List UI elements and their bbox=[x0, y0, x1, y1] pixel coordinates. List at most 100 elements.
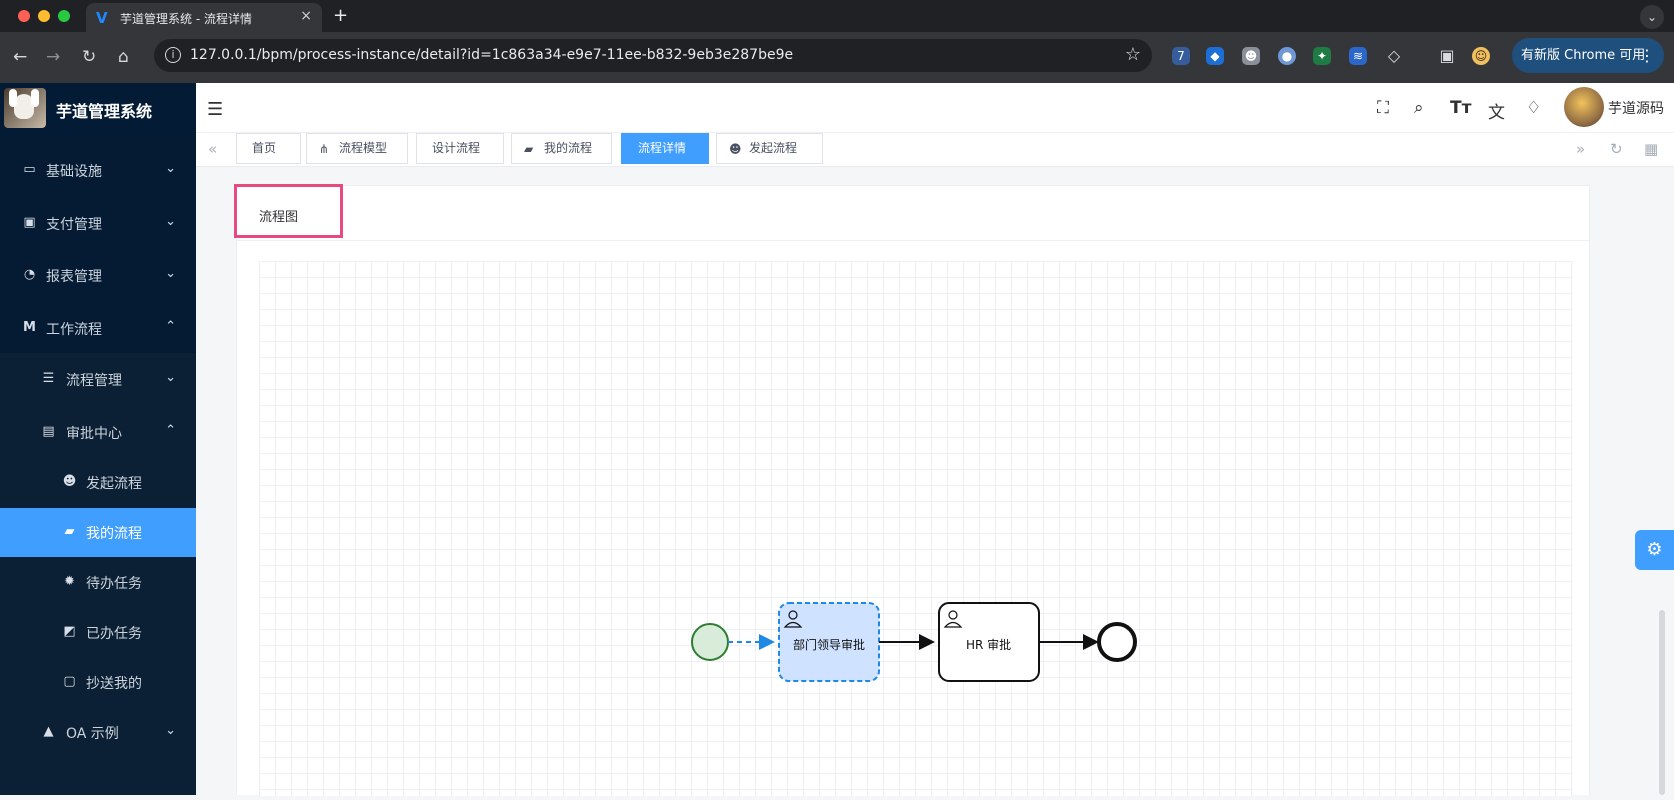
forward-button[interactable]: → bbox=[46, 47, 61, 67]
browser-toolbar: ← → ↻ ⌂ i 127.0.0.1/bpm/process-instance… bbox=[0, 32, 1674, 83]
browser-tab[interactable]: V 芋道管理系统 - 流程详情 × bbox=[86, 3, 322, 32]
monitor-icon: ▭ bbox=[23, 162, 36, 177]
sidebar-item-label: 发起流程 bbox=[86, 476, 142, 492]
layers-extension-icon[interactable]: ≋ bbox=[1349, 47, 1367, 65]
extension-badge-icon[interactable]: 7 bbox=[1172, 47, 1190, 65]
side-panel-icon[interactable]: ▣ bbox=[1439, 46, 1455, 65]
tab-process-model[interactable]: ⋔ 流程模型 bbox=[306, 133, 408, 164]
user-task-icon bbox=[943, 610, 963, 628]
browser-window: V 芋道管理系统 - 流程详情 × + ⌄ ← → ↻ ⌂ i 127.0.0.… bbox=[0, 0, 1674, 83]
scroll-right-icon[interactable]: » bbox=[1576, 140, 1586, 158]
book-icon: ▰ bbox=[64, 524, 75, 539]
tab-label: 流程详情 bbox=[638, 141, 687, 155]
home-icon[interactable]: ⌂ bbox=[118, 47, 129, 67]
tab-design-process[interactable]: 设计流程 bbox=[416, 133, 504, 164]
minimize-window-button[interactable] bbox=[38, 10, 50, 22]
tab-label: 我的流程 bbox=[544, 141, 593, 155]
user-task-icon bbox=[783, 610, 803, 628]
sidebar-item-workflow[interactable]: M 工作流程 ⌃ bbox=[0, 304, 196, 353]
checkerboard-icon: ◩ bbox=[63, 624, 76, 639]
scroll-left-icon[interactable]: « bbox=[208, 140, 218, 158]
start-event[interactable] bbox=[691, 623, 729, 661]
bookmark-star-icon[interactable]: ☆ bbox=[1124, 44, 1141, 65]
tab-my-process[interactable]: ▰ 我的流程 bbox=[511, 133, 612, 164]
user-avatar[interactable] bbox=[1564, 87, 1604, 127]
grid-menu-icon[interactable]: ▦ bbox=[1644, 140, 1659, 158]
diamond-extension-icon[interactable]: ◆ bbox=[1206, 47, 1224, 65]
user-name[interactable]: 芋道源码 bbox=[1608, 101, 1664, 117]
sidebar-item-label: 支付管理 bbox=[46, 217, 102, 233]
chevron-down-icon: ⌄ bbox=[165, 723, 176, 738]
vertical-scrollbar[interactable] bbox=[1659, 610, 1665, 795]
title-highlight-box bbox=[234, 184, 343, 238]
tab-process-detail[interactable]: 流程详情 bbox=[621, 133, 709, 164]
main-content: 流程图 bbox=[196, 168, 1674, 796]
sidebar-item-done-tasks[interactable]: ◩ 已办任务 bbox=[0, 608, 196, 657]
chevron-down-icon: ⌄ bbox=[165, 161, 176, 176]
list-icon: ☰ bbox=[42, 371, 55, 386]
sidebar-item-todo-tasks[interactable]: ✹ 待办任务 bbox=[0, 558, 196, 607]
puzzle-extension-icon[interactable]: ◇ bbox=[1387, 46, 1401, 65]
task-label: 部门领导审批 bbox=[793, 638, 866, 652]
chevron-up-icon: ⌃ bbox=[165, 423, 176, 438]
bpmn-diagram bbox=[691, 602, 1137, 682]
translate-icon[interactable]: 文 bbox=[1488, 103, 1505, 123]
circle-extension-icon[interactable]: ● bbox=[1278, 47, 1296, 65]
new-tab-button[interactable]: + bbox=[333, 5, 349, 26]
sidebar-item-payment[interactable]: ▣ 支付管理 ⌄ bbox=[0, 199, 196, 248]
chevron-down-icon: ⌄ bbox=[165, 214, 176, 229]
sidebar-item-infrastructure[interactable]: ▭ 基础设施 ⌄ bbox=[0, 146, 196, 195]
sidebar-item-process-management[interactable]: ☰ 流程管理 ⌄ bbox=[0, 355, 196, 404]
sidebar-item-my-process[interactable]: ▰ 我的流程 bbox=[0, 508, 196, 557]
profile-icon[interactable]: ☺ bbox=[1472, 47, 1490, 65]
workflow-logo-icon: M bbox=[23, 320, 36, 335]
sidebar-item-oa-example[interactable]: ▲ OA 示例 ⌄ bbox=[0, 708, 196, 757]
end-event[interactable] bbox=[1097, 622, 1137, 662]
green-extension-icon[interactable]: ✦ bbox=[1313, 47, 1331, 65]
sidebar-item-label: 待办任务 bbox=[86, 576, 142, 592]
flow-card: 流程图 bbox=[234, 184, 1591, 796]
chrome-update-button[interactable]: 有新版 Chrome 可用 ⋮ bbox=[1512, 38, 1664, 73]
fullscreen-icon[interactable]: ⛶ bbox=[1377, 98, 1389, 118]
sidebar-item-label: 审批中心 bbox=[66, 426, 122, 442]
address-bar[interactable]: i 127.0.0.1/bpm/process-instance/detail?… bbox=[154, 39, 1152, 72]
settings-gear-icon[interactable]: ⚙ bbox=[1635, 530, 1674, 570]
bpmn-canvas[interactable]: 部门领导审批 HR 审批 bbox=[259, 261, 1573, 796]
tab-label: 首页 bbox=[252, 141, 277, 155]
vite-favicon-icon: V bbox=[96, 9, 108, 27]
sidebar-item-report[interactable]: ◔ 报表管理 ⌄ bbox=[0, 251, 196, 300]
sidebar-item-label: 报表管理 bbox=[46, 269, 102, 285]
collapse-menu-icon[interactable]: ☰ bbox=[207, 99, 224, 120]
reload-icon[interactable]: ↻ bbox=[82, 47, 97, 67]
chevron-up-icon: ⌃ bbox=[165, 319, 176, 334]
sidebar-menu: 芋道管理系统 ▭ 基础设施 ⌄ ▣ 支付管理 ⌄ ◔ 报表管理 ⌄ M 工作流程… bbox=[0, 83, 196, 795]
search-icon[interactable]: ⌕ bbox=[1414, 98, 1424, 118]
sidebar-item-cc-me[interactable]: ▢ 抄送我的 bbox=[0, 658, 196, 707]
tab-search-button[interactable]: ⌄ bbox=[1640, 5, 1664, 29]
tab-start-process[interactable]: ☻ 发起流程 bbox=[716, 133, 823, 164]
back-button[interactable]: ← bbox=[13, 47, 28, 67]
card-title: 流程图 bbox=[259, 210, 299, 225]
tags-view: « 首页 ⋔ 流程模型 设计流程 ▰ 我的流程 流程详情 ☻ 发起流程 » ↻ … bbox=[196, 133, 1674, 167]
workflow-submenu: ☰ 流程管理 ⌄ ▤ 审批中心 ⌃ ☻ 发起流程 ▰ 我的流程 ✹ 待办任务 ◩… bbox=[0, 353, 196, 795]
font-size-icon[interactable]: Tт bbox=[1450, 98, 1472, 118]
model-icon: ⋔ bbox=[319, 142, 330, 156]
book-icon: ▰ bbox=[524, 142, 534, 156]
more-menu-icon[interactable]: ⋮ bbox=[1639, 46, 1655, 65]
address-url[interactable]: 127.0.0.1/bpm/process-instance/detail?id… bbox=[190, 47, 794, 63]
maximize-window-button[interactable] bbox=[58, 10, 70, 22]
sidebar-item-start-process[interactable]: ☻ 发起流程 bbox=[0, 458, 196, 507]
sidebar-item-approval-center[interactable]: ▤ 审批中心 ⌃ bbox=[0, 408, 196, 457]
brand-header: 芋道管理系统 bbox=[0, 83, 196, 134]
close-window-button[interactable] bbox=[18, 10, 30, 22]
site-info-icon[interactable]: i bbox=[165, 47, 181, 63]
tab-label: 设计流程 bbox=[432, 141, 481, 155]
refresh-icon[interactable]: ↻ bbox=[1610, 140, 1623, 158]
sidebar-item-label: 抄送我的 bbox=[86, 676, 142, 692]
sidebar-item-label: 工作流程 bbox=[46, 322, 102, 338]
sidebar-item-label: 我的流程 bbox=[86, 526, 142, 542]
tab-home[interactable]: 首页 bbox=[236, 133, 301, 164]
robot-extension-icon[interactable]: ☻ bbox=[1242, 47, 1260, 65]
close-tab-icon[interactable]: × bbox=[300, 8, 312, 24]
bell-icon[interactable]: ♢ bbox=[1526, 98, 1542, 118]
